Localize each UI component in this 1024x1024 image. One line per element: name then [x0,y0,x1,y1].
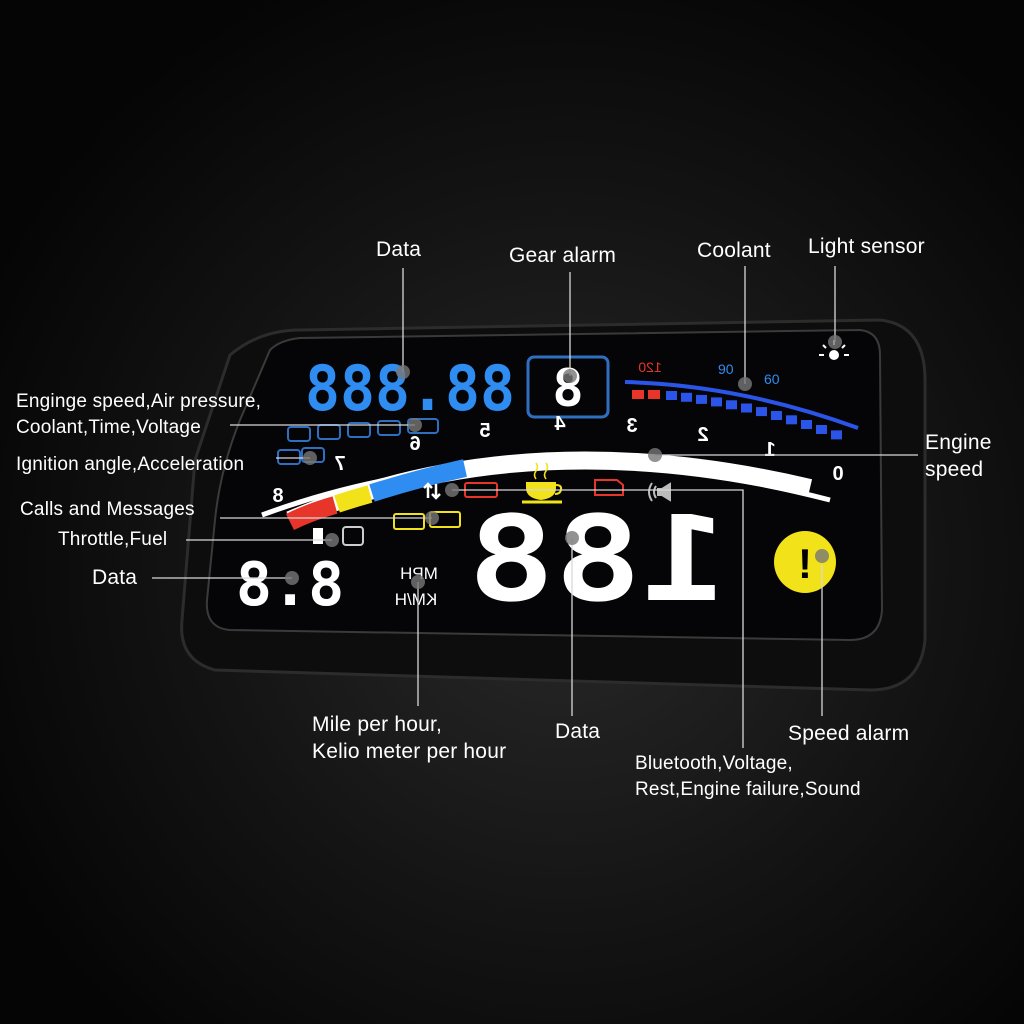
label-multi-data: Enginge speed,Air pressure, Coolant,Time,… [16,389,261,441]
bluetooth-icon [423,482,441,500]
gear-box [526,355,610,419]
rpm-tick-label: 1 [764,439,775,461]
coolant-segment [726,400,737,410]
label-coolant: Coolant [697,239,771,262]
coolant-segment [666,391,677,400]
rpm-tick-label: 7 [334,453,345,475]
coolant-segment [741,403,752,413]
label-multi-line1: Enginge speed,Air pressure, [16,391,262,412]
coolant-60: 60 [764,371,780,387]
coolant-segment [756,407,767,417]
speed-readout: 188 [468,490,728,628]
label-bluetooth: Bluetooth,Voltage, Rest,Engine failure,So… [635,751,861,803]
coolant-segment [801,419,812,429]
rpm-tick-label: 2 [697,424,708,446]
coolant-segment [696,394,707,404]
sound-icon [648,482,671,502]
gear-digit: 8 [552,359,583,419]
coolant-120: 120 [638,359,662,375]
coolant-segment [771,411,782,421]
coffee-rest-icon [522,462,563,504]
label-mph-line1: Mile per hour, [312,713,443,736]
message-icon [393,513,425,530]
anchor-markers [285,335,842,589]
label-data-top: Data [376,238,422,261]
coolant-segment [831,430,842,440]
fuel-icon [313,528,323,544]
rpm-tick-label: 0 [832,463,843,485]
label-mph: Mile per hour, Kelio meter per hour [312,711,506,765]
label-speed-alarm: Speed alarm [788,722,910,745]
label-mph-line2: Kelio meter per hour [312,740,507,763]
unit-kmh: KM/H [395,590,438,609]
coolant-90: 90 [718,361,734,377]
data-readout: 88.888 [305,352,515,425]
coolant-segment [816,425,827,434]
rpm-tick-label: 6 [409,433,420,455]
label-data-left: Data [92,566,138,589]
label-engine-speed: Engine speed [925,429,992,483]
coolant-gauge: 120 90 60 [624,359,859,440]
coolant-segment [786,415,797,425]
coolant-segment [711,397,722,407]
label-throttle: Throttle,Fuel [58,529,168,550]
label-engine-speed-line1: Engine [925,431,992,454]
label-bluetooth-line2: Rest,Engine failure,Sound [635,779,861,800]
coolant-segment [681,392,692,402]
label-data-bottom: Data [555,720,601,743]
leader-lines [152,266,918,748]
label-light-sensor: Light sensor [808,235,925,258]
label-calls: Calls and Messages [20,499,195,520]
speed-alarm-symbol: ! [798,540,812,587]
small-readout: 8.8 [236,550,344,620]
label-multi-line2: Coolant,Time,Voltage [16,417,201,438]
speed-alarm-icon [774,531,836,593]
rpm-tick-label: 8 [272,485,283,507]
label-bluetooth-line1: Bluetooth,Voltage, [635,753,793,774]
rpm-tick-label: 5 [479,420,490,442]
label-engine-speed-line2: speed [925,458,984,481]
rpm-gauge: 8 7 6 5 4 3 2 1 0 [261,413,844,531]
throttle-icon [342,526,364,546]
rpm-tick-label: 4 [554,413,566,435]
label-ignition: Ignition angle,Acceleration [16,454,245,475]
label-gear-alarm: Gear alarm [509,244,617,267]
rpm-tick-label: 3 [626,415,637,437]
unit-mph: MPH [400,564,438,583]
